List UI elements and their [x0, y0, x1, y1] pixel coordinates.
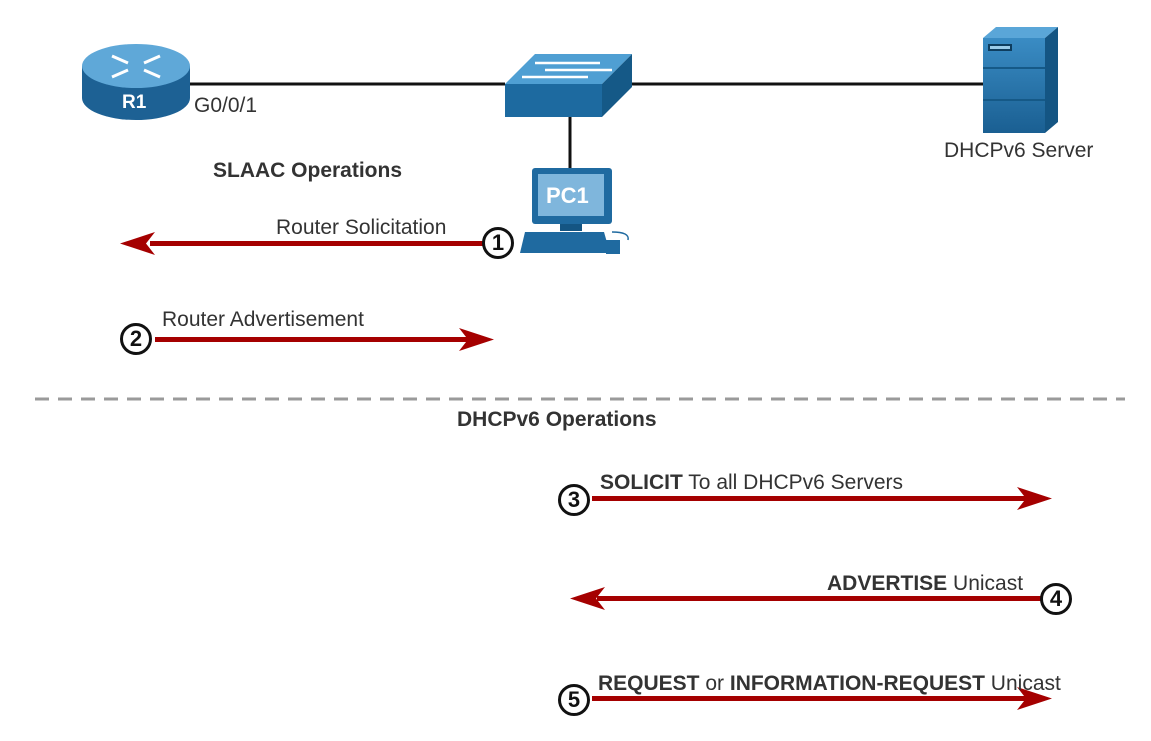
step-5-connector: or [699, 672, 730, 695]
step-4-badge: 4 [1040, 583, 1072, 615]
arrow-request [592, 687, 1052, 710]
slaac-section-title: SLAAC Operations [213, 159, 403, 182]
pc-label: PC1 [546, 183, 589, 208]
switch-icon [505, 54, 632, 117]
network-links [190, 82, 983, 168]
step-3-text: To all DHCPv6 Servers [682, 471, 904, 494]
server-label: DHCPv6 Server [944, 139, 1094, 162]
step-5-keyword: REQUEST [598, 672, 700, 695]
step-1-badge: 1 [482, 227, 514, 259]
step-5-keyword-2: INFORMATION-REQUEST [729, 672, 985, 695]
arrow-solicit [592, 487, 1052, 510]
step-1-label: Router Solicitation [276, 216, 447, 239]
arrow-router-solicitation [120, 232, 483, 255]
step-4-keyword: ADVERTISE [827, 572, 948, 595]
arrow-router-advertisement [155, 328, 494, 351]
step-5-badge: 5 [558, 684, 590, 716]
step-4-text: Unicast [947, 572, 1024, 595]
dhcpv6-section-title: DHCPv6 Operations [457, 408, 657, 431]
step-3-badge: 3 [558, 484, 590, 516]
step-2-badge: 2 [120, 323, 152, 355]
router-label: R1 [122, 92, 147, 113]
server-icon [983, 27, 1058, 133]
router-icon [82, 44, 190, 120]
step-4-label: ADVERTISE Unicast [827, 572, 1023, 596]
step-2-label: Router Advertisement [162, 308, 364, 331]
step-3-keyword: SOLICIT [600, 471, 683, 494]
router-interface-label: G0/0/1 [194, 94, 258, 117]
step-5-label: REQUEST or INFORMATION-REQUEST Unicast [598, 672, 1061, 696]
pc-icon [520, 168, 629, 254]
message-arrows [120, 232, 1052, 710]
arrow-advertise [570, 587, 1042, 610]
step-5-text: Unicast [984, 672, 1061, 695]
step-3-label: SOLICIT To all DHCPv6 Servers [600, 471, 903, 495]
